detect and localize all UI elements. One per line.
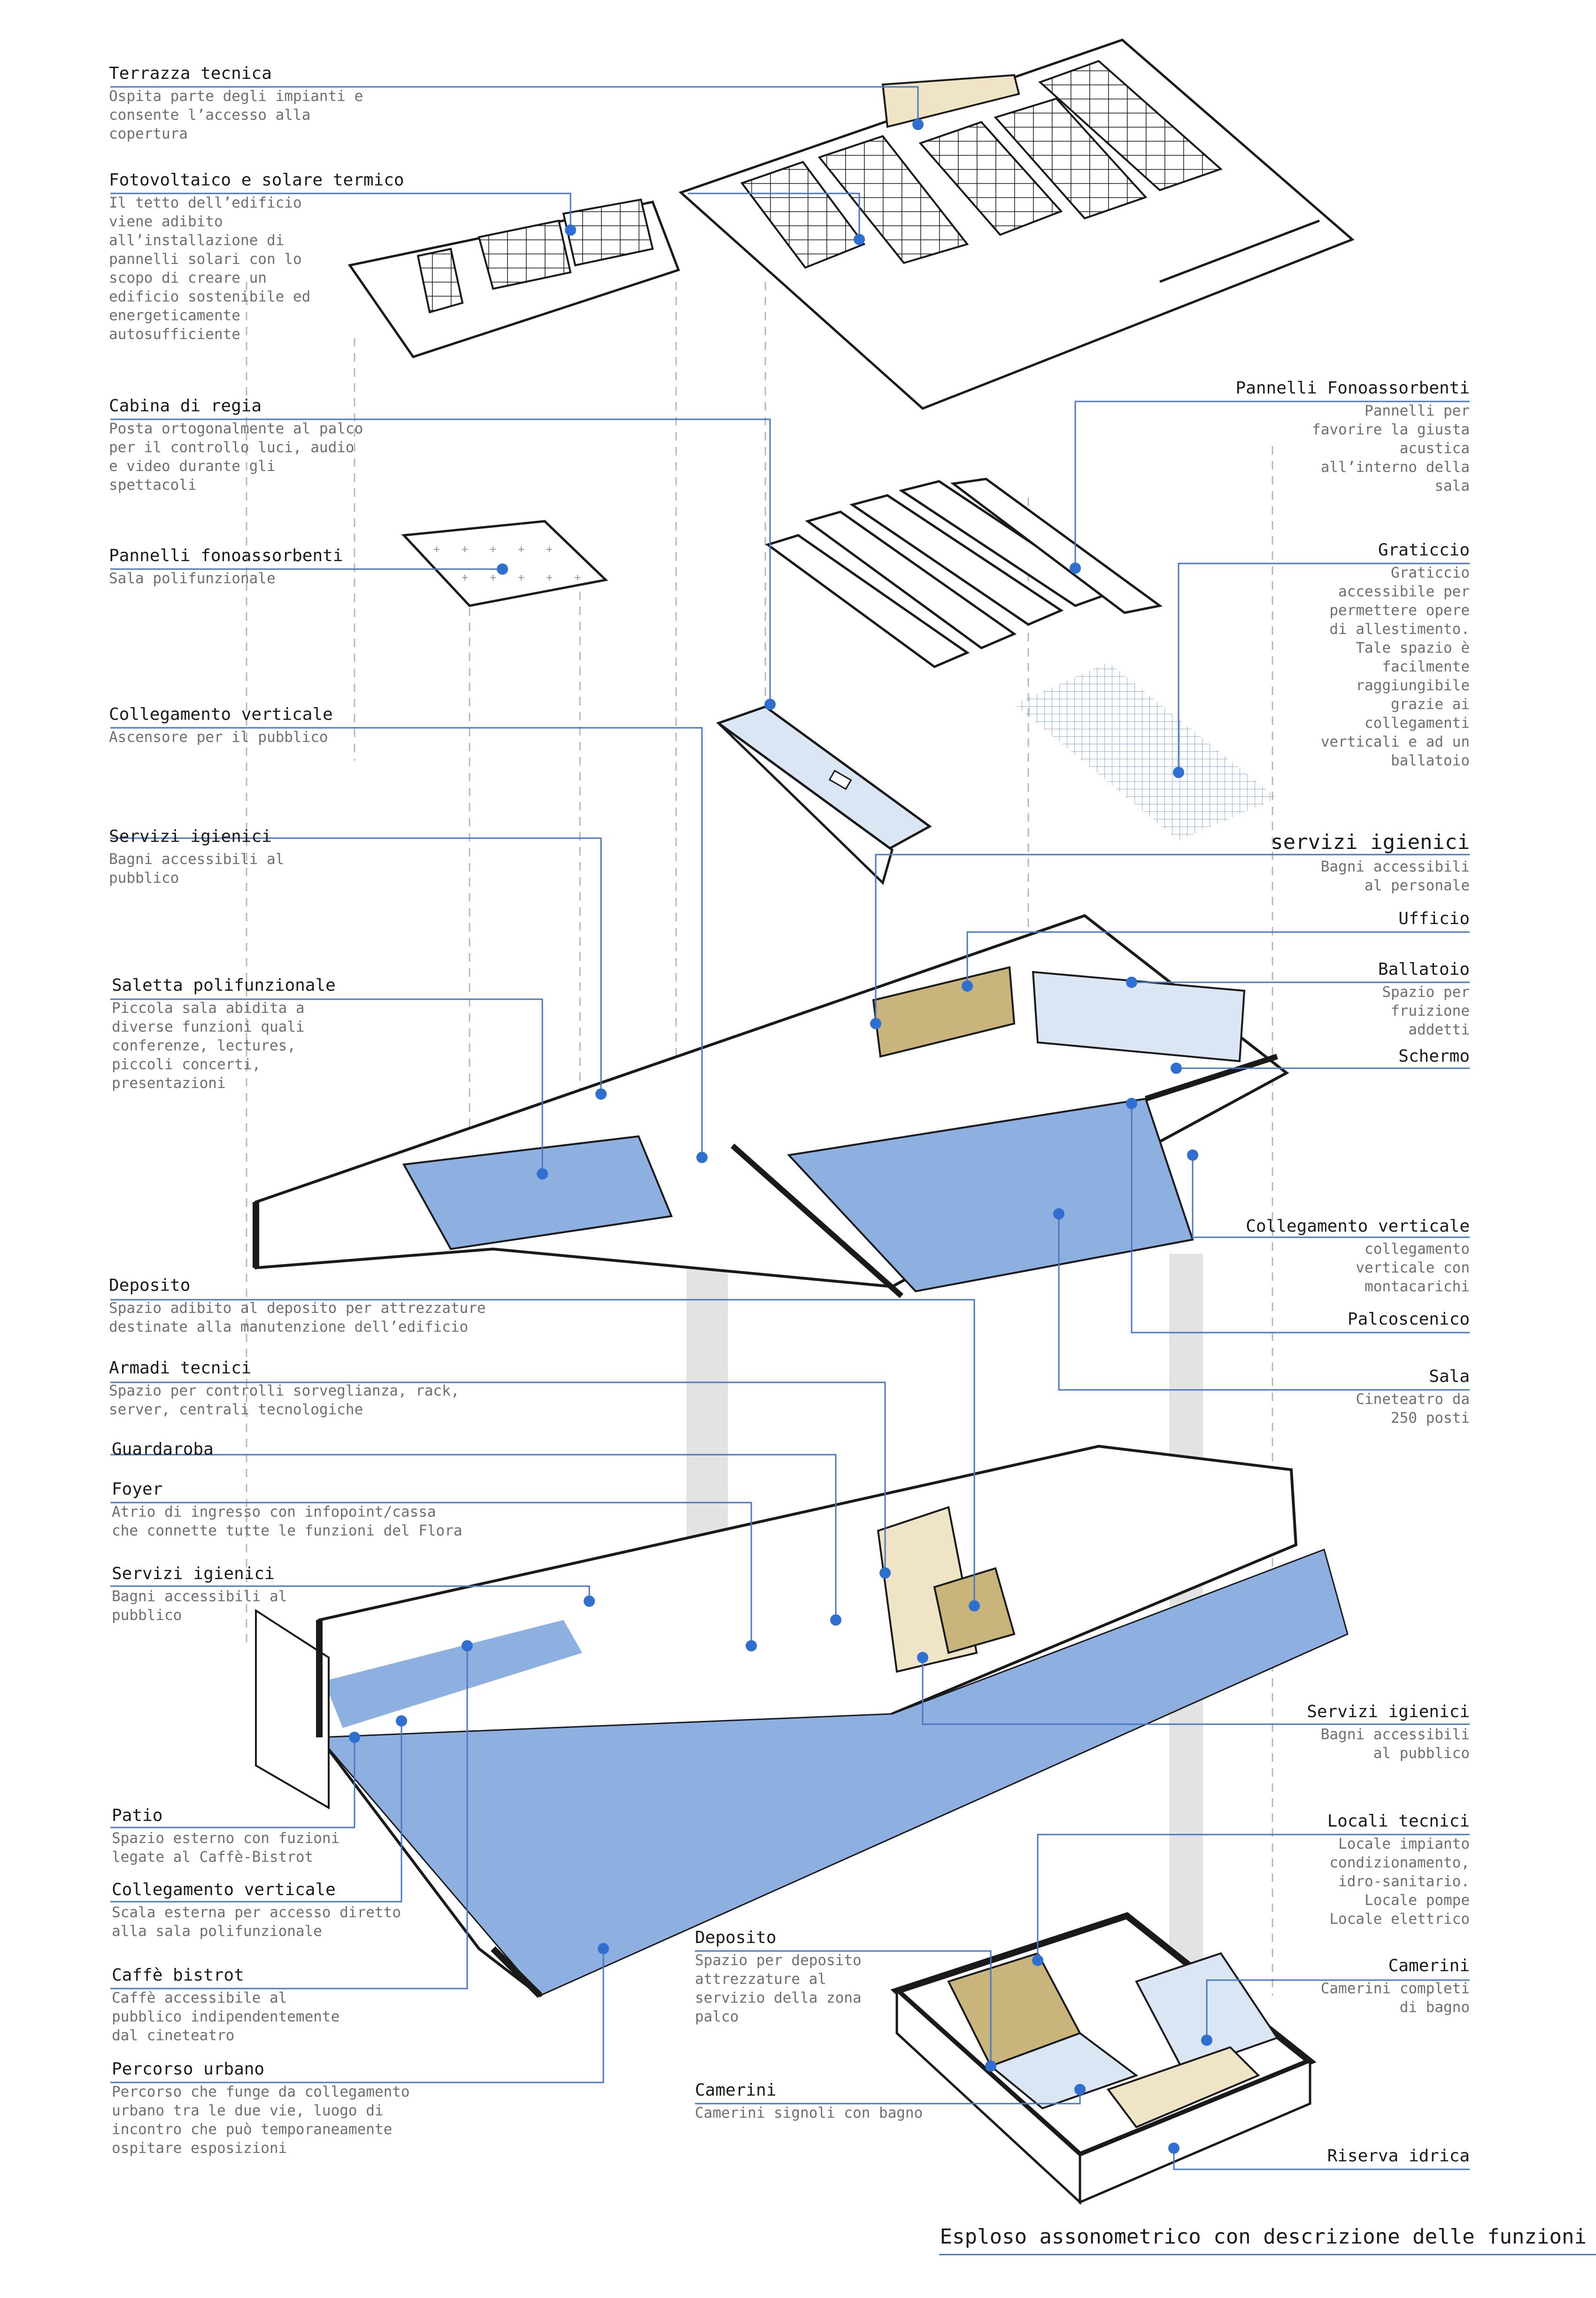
projection-lines xyxy=(246,282,1273,1996)
label-palcoscenico: Palcoscenico xyxy=(1347,1310,1470,1329)
caption-underline xyxy=(939,2254,1596,2255)
figure-caption: Esploso assonometrico con descrizione de… xyxy=(940,2225,1587,2249)
roof-small xyxy=(347,198,680,358)
graticcio-grid xyxy=(1014,662,1277,841)
label-schermo: Schermo xyxy=(1398,1047,1470,1066)
label-ufficio: Ufficio xyxy=(1398,909,1470,928)
ground-level xyxy=(255,1444,1349,1998)
callout-dots xyxy=(349,119,1212,2154)
label-riserva-idrica: Riserva idrica xyxy=(1327,2146,1470,2166)
control-cabin xyxy=(716,705,932,885)
roof-large xyxy=(678,39,1355,410)
upper-level xyxy=(253,914,1289,1298)
acoustic-panels-hall xyxy=(765,478,1163,668)
label-guardaroba: Guardaroba xyxy=(112,1440,214,1459)
